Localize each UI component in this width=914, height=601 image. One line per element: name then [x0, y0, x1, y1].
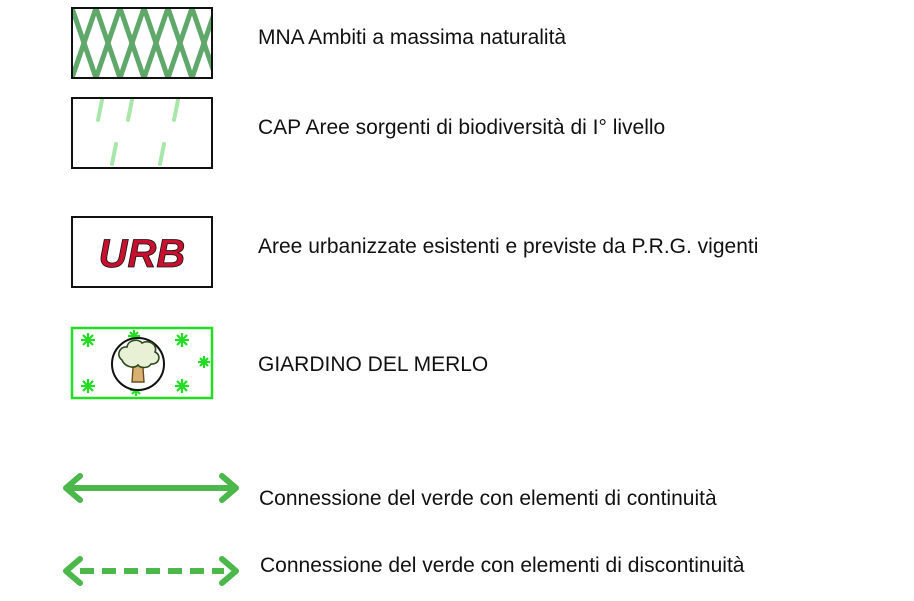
- giardino-symbol: [70, 326, 214, 400]
- urb-label: Aree urbanizzate esistenti e previste da…: [258, 235, 759, 258]
- urb-symbol-text: URB: [99, 232, 186, 276]
- mna-label: MNA Ambiti a massima naturalità: [258, 26, 567, 49]
- green-cross-hatch-pattern: [72, 8, 212, 78]
- cap-label: CAP Aree sorgenti di biodiversità di I° …: [258, 116, 666, 139]
- discontinuity-label: Connessione del verde con elementi di di…: [260, 554, 745, 577]
- continuity-label: Connessione del verde con elementi di co…: [259, 487, 717, 510]
- urb-symbol: URB: [71, 216, 213, 288]
- tree-icon: [111, 337, 165, 391]
- light-green-dash-pattern: [96, 98, 180, 166]
- giardino-label: GIARDINO DEL MERLO: [258, 353, 489, 376]
- mna-symbol: [71, 7, 213, 79]
- continuity-arrow-symbol: [63, 473, 239, 503]
- discontinuity-arrow-symbol: [63, 556, 239, 586]
- cap-symbol: [71, 97, 213, 169]
